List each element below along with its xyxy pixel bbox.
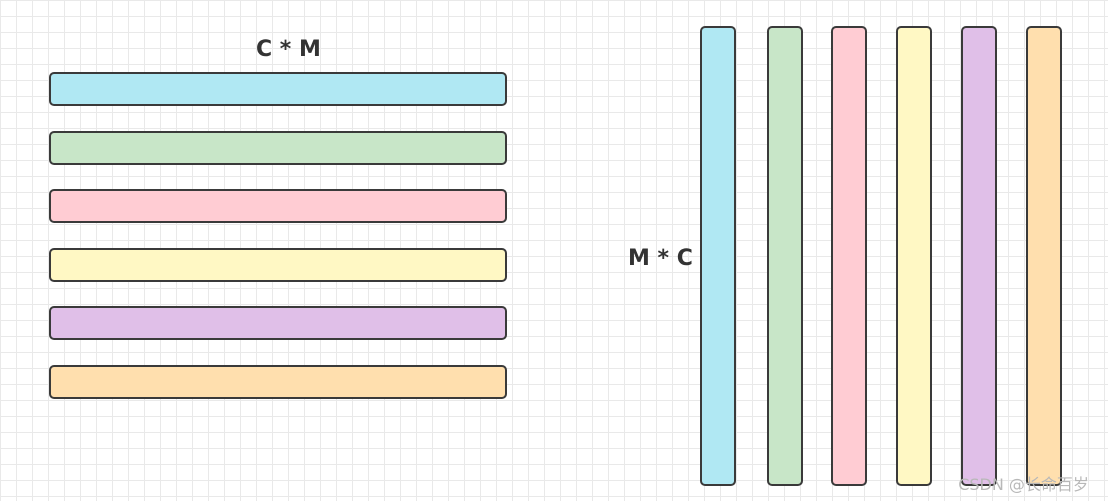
vertical-bar-6 — [1026, 26, 1062, 486]
vertical-bar-1 — [700, 26, 736, 486]
horizontal-bar-2 — [49, 131, 507, 165]
mc-label: M * C — [628, 246, 693, 271]
horizontal-bar-1 — [49, 72, 507, 106]
cm-label: C * M — [256, 37, 321, 62]
vertical-bar-2 — [767, 26, 803, 486]
vertical-bar-5 — [961, 26, 997, 486]
horizontal-bar-6 — [49, 365, 507, 399]
watermark: CSDN @长命百岁 ️ — [958, 475, 1094, 494]
vertical-bar-4 — [896, 26, 932, 486]
horizontal-bar-4 — [49, 248, 507, 282]
horizontal-bar-3 — [49, 189, 507, 223]
vertical-bar-3 — [831, 26, 867, 486]
horizontal-bar-5 — [49, 306, 507, 340]
